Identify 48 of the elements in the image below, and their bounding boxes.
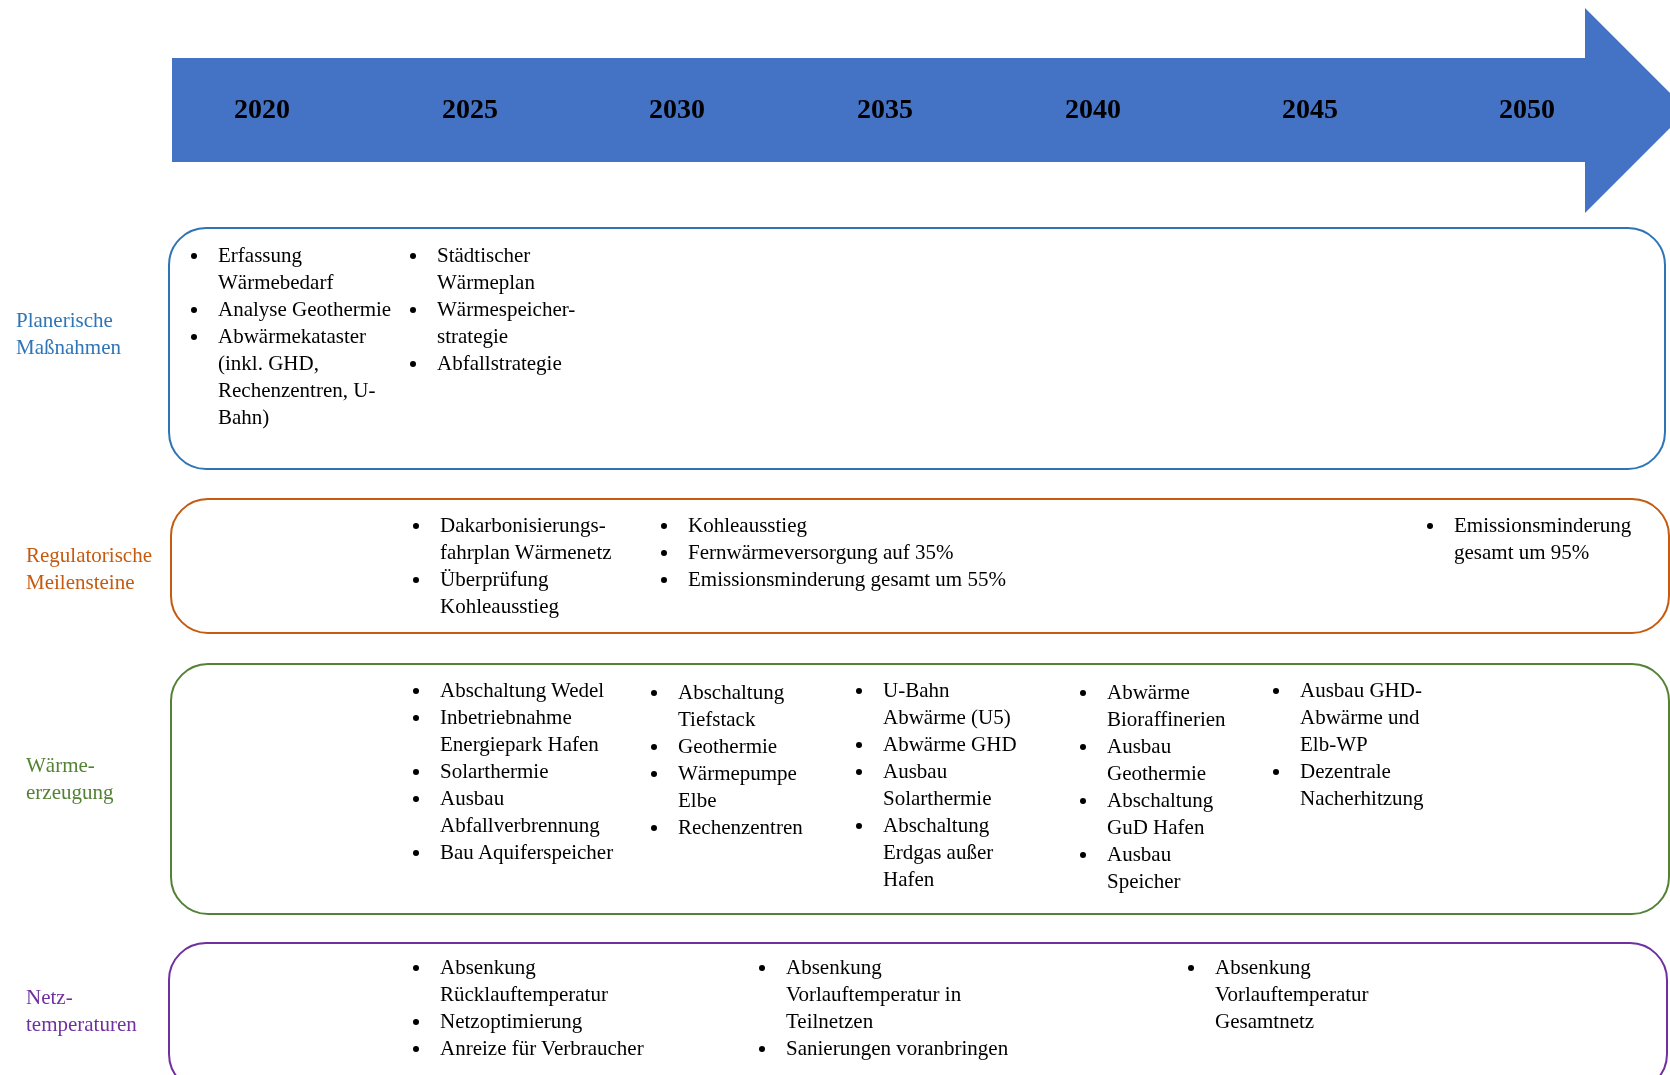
list-item-text: Inbetriebnahme Energiepark Hafen: [440, 705, 599, 756]
list-item-text: Analyse Geothermie: [218, 297, 392, 321]
list-item-text: Emissionsminderung gesamt um 55%: [688, 567, 1006, 591]
list-item-text: Anreize für Verbraucher: [440, 1036, 644, 1060]
list-item-text: Rechenzentren: [678, 815, 803, 839]
year-label: 2035: [857, 93, 913, 125]
list-item-text: Abschaltung GuD Hafen: [1107, 788, 1214, 839]
list-item-text: Überprüfung Kohleausstieg: [440, 567, 559, 618]
list-item-text: Ausbau GHD-Abwärme und Elb-WP: [1300, 678, 1422, 756]
list-item-text: Ausbau Geothermie: [1107, 734, 1207, 785]
year-label: 2030: [649, 93, 705, 125]
list-item-text: Netzoptimierung: [440, 1009, 583, 1033]
list-item-text: Fernwärmeversorgung auf 35%: [688, 540, 954, 564]
list-item-text: Bau Aquiferspeicher: [440, 840, 614, 864]
year-label: 2045: [1282, 93, 1338, 125]
list-item-text: Dezentrale Nacherhitzung: [1300, 759, 1424, 810]
year-label: 2050: [1499, 93, 1555, 125]
row-label: Netz-temperaturen: [26, 984, 138, 1038]
list-item-text: Sanierungen voranbringen: [786, 1036, 1009, 1060]
list-item-text: Solarthermie: [440, 759, 549, 783]
list-item-text: Wärmepumpe Elbe: [678, 761, 797, 812]
list-item-text: Ausbau Solarthermie: [883, 759, 992, 810]
year-label: 2040: [1065, 93, 1121, 125]
list-item-text: Absenkung Vorlauftemperatur in Teilnetzen: [786, 955, 962, 1033]
list-item-text: Ausbau Abfallverbrennung: [440, 786, 600, 837]
list-item-text: Abfallstrategie: [437, 351, 562, 375]
list-item-text: Wärmespeicher-strategie: [437, 297, 576, 348]
list-item-text: Dakarbonisierungs-fahrplan Wärmenetz: [440, 513, 612, 564]
year-label: 2020: [234, 93, 290, 125]
list-item-text: Abwärmekataster (inkl. GHD, Rechenzentren, U-Bahn): [218, 324, 376, 429]
list-item-text: Abschaltung Tiefstack: [678, 680, 785, 731]
list-item-text: Abschaltung Wedel: [440, 678, 605, 702]
list-item-text: Städtischer Wärmeplan: [437, 243, 535, 294]
list-item-text: Geothermie: [678, 734, 778, 758]
row-label: Regulatorische Meilensteine: [26, 542, 153, 596]
row-label: Planerische Maßnahmen: [16, 307, 122, 361]
list-item-text: Abwärme Bioraffinerien: [1107, 680, 1226, 731]
list-item-text: U-Bahn Abwärme (U5): [883, 678, 1011, 729]
list-item-text: Kohleausstieg: [688, 513, 807, 537]
list-item-text: Ausbau Speicher: [1107, 842, 1181, 893]
row-label: Wärme-erzeugung: [26, 752, 115, 806]
list-item-text: Abwärme GHD: [883, 732, 1017, 756]
list-item-text: Absenkung Vorlauftemperatur Gesamtnetz: [1215, 955, 1369, 1033]
list-item-text: Absenkung Rücklauftemperatur: [440, 955, 608, 1006]
list-item-text: Abschaltung Erdgas außer Hafen: [883, 813, 994, 891]
year-label: 2025: [442, 93, 498, 125]
list-item-text: Erfassung Wärmebedarf: [218, 243, 334, 294]
list-item-text: Emissionsminderung gesamt um 95%: [1454, 513, 1632, 564]
